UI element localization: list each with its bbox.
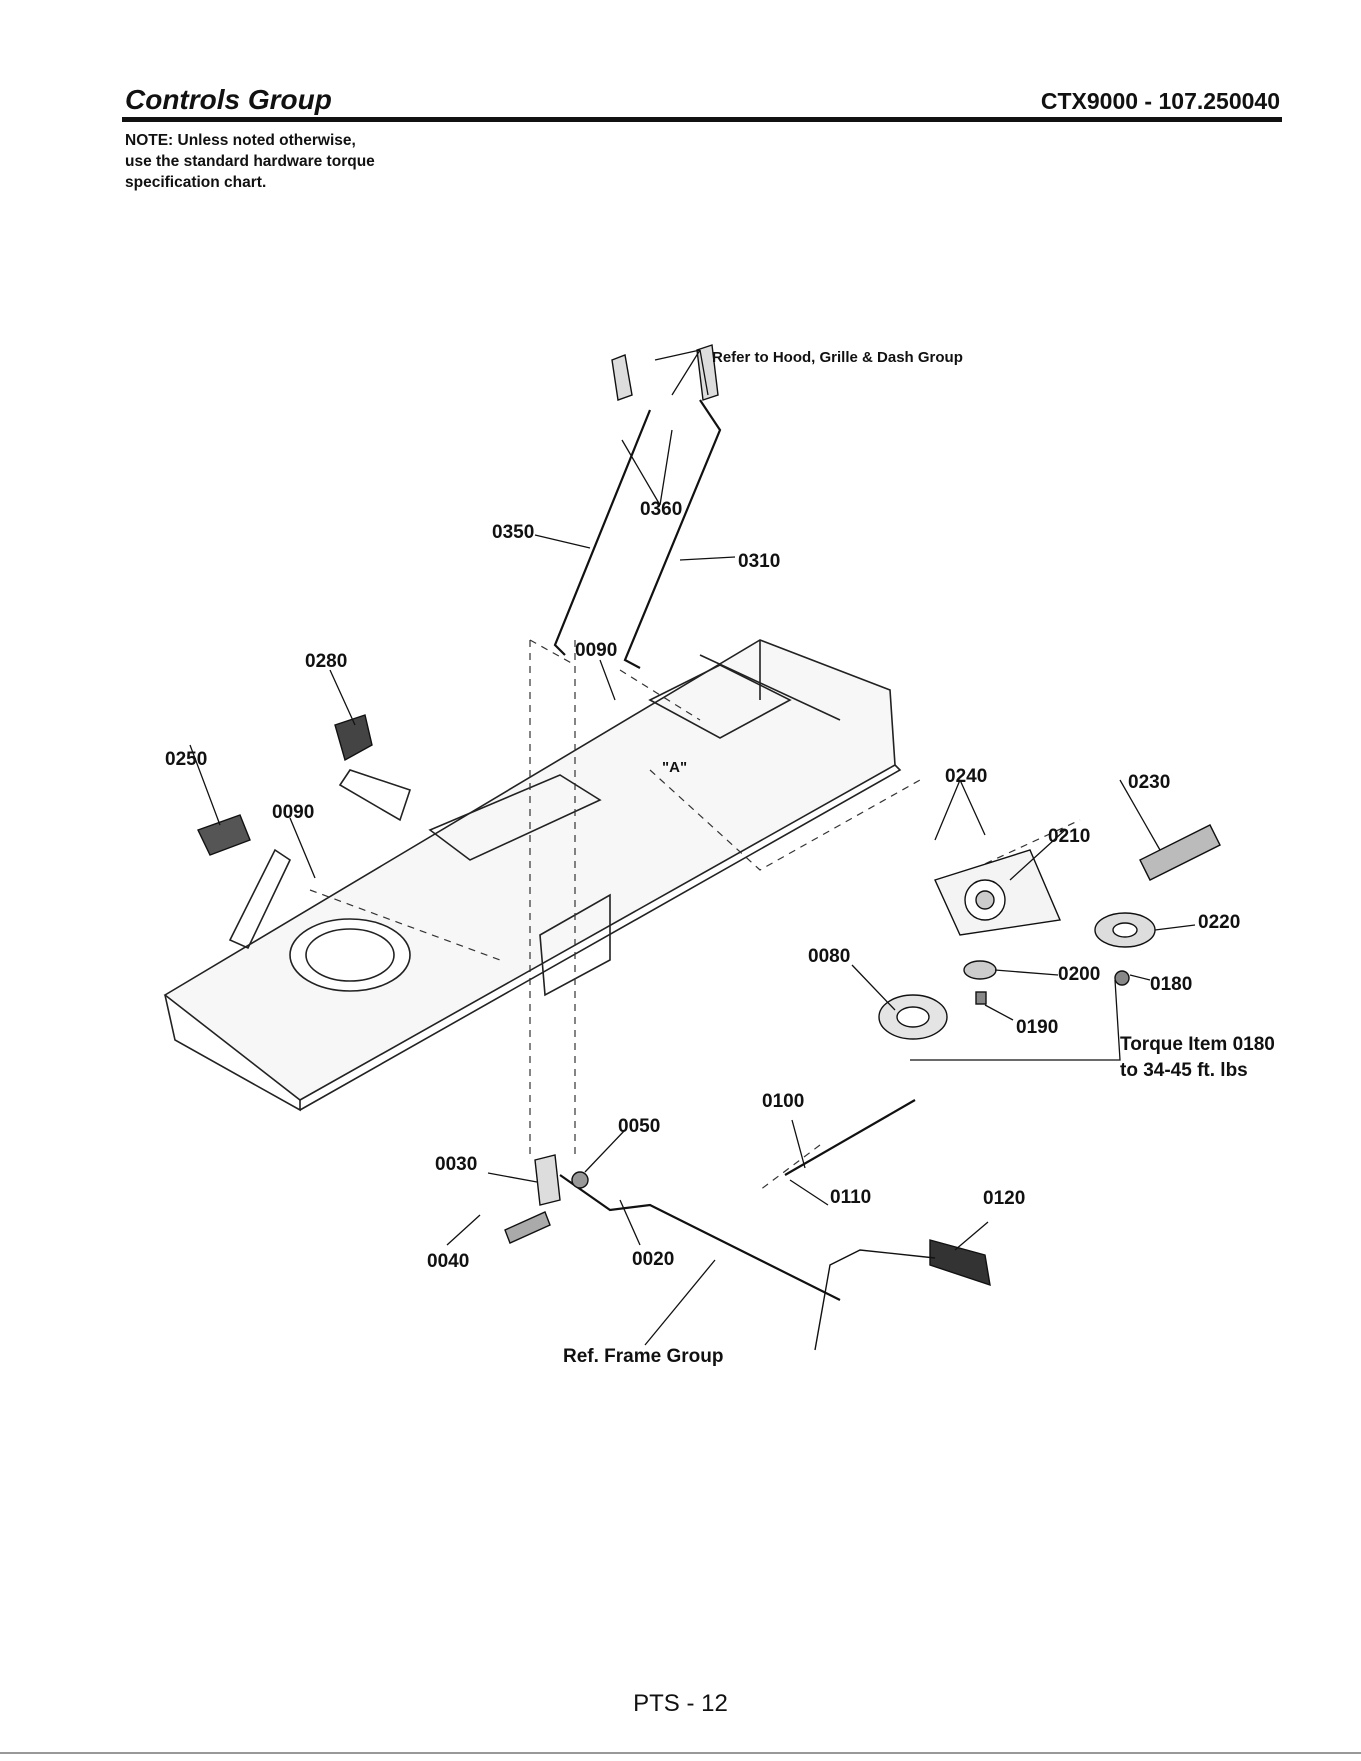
- torque-note: NOTE: Unless noted otherwise, use the st…: [125, 130, 455, 193]
- part-0360-label: 0360: [640, 499, 682, 520]
- part-0220-label: 0220: [1198, 912, 1240, 933]
- note-line-3: specification chart.: [125, 174, 267, 191]
- part-0280-label: 0280: [305, 651, 347, 672]
- bracket-0030: [534, 1154, 561, 1206]
- part-0110-label: 0110: [830, 1187, 871, 1208]
- part-0120-label: 0120: [983, 1188, 1025, 1209]
- part-0050-label: 0050: [618, 1116, 660, 1137]
- model-number: CTX9000 - 107.250040: [1040, 88, 1280, 114]
- leader-dashes: [309, 639, 1081, 1191]
- refer-hood-label: Refer to Hood, Grille & Dash Group: [712, 349, 963, 366]
- pedal-pad-0250: [197, 814, 251, 856]
- part-0080-label: 0080: [808, 946, 850, 967]
- page-title: Controls Group: [125, 84, 332, 115]
- idler-pulley-0220: [1094, 912, 1156, 948]
- detail-a-label: "A": [662, 759, 687, 776]
- callout-leaders: [189, 349, 1196, 1346]
- knob-0280: [334, 714, 373, 762]
- part-0100-label: 0100: [762, 1091, 804, 1112]
- frame-drawing: [163, 639, 902, 1112]
- torque-line-2: to 34-45 ft. lbs: [1120, 1060, 1248, 1081]
- part-0090-left-label: 0090: [272, 802, 314, 823]
- page-header: Controls Group CTX9000 - 107.250040: [125, 78, 1280, 118]
- part-0180-label: 0180: [1150, 974, 1192, 995]
- pulley-0080: [878, 994, 948, 1040]
- part-0240-label: 0240: [945, 766, 987, 787]
- note-line-2: use the standard hardware torque: [125, 153, 375, 170]
- callout-labels: Refer to Hood, Grille & Dash Group 0360 …: [165, 349, 1275, 1367]
- torque-line-1: Torque Item 0180: [1120, 1034, 1275, 1055]
- part-0230-label: 0230: [1128, 772, 1170, 793]
- lift-lever-left: [611, 354, 633, 401]
- note-line-1: NOTE: Unless noted otherwise,: [125, 132, 356, 149]
- page-number: PTS - 12: [633, 1690, 728, 1717]
- bolt-0190: [975, 991, 987, 1005]
- part-0040-label: 0040: [427, 1251, 469, 1272]
- component-parts: [197, 344, 1221, 1351]
- control-rods: [553, 399, 916, 1301]
- part-0250-label: 0250: [165, 749, 207, 770]
- header-rule: [122, 117, 1282, 122]
- part-0090-top-label: 0090: [575, 640, 617, 661]
- pivot-0050: [571, 1171, 589, 1189]
- spring-0040: [504, 1211, 551, 1244]
- part-0030-label: 0030: [435, 1154, 477, 1175]
- spring-0230: [1139, 824, 1221, 881]
- idler-bracket-0210: [934, 849, 1062, 936]
- part-0210-label: 0210: [1048, 826, 1090, 847]
- part-0200-label: 0200: [1058, 964, 1100, 985]
- pedal-grip-0120: [929, 1239, 991, 1287]
- part-0190-label: 0190: [1016, 1017, 1058, 1038]
- pedal-arm: [814, 1249, 936, 1351]
- ref-frame-label: Ref. Frame Group: [563, 1346, 723, 1367]
- lift-lever-right: [696, 344, 719, 401]
- nut-0180: [1114, 970, 1130, 986]
- part-0350-label: 0350: [492, 522, 534, 543]
- footer-rule: [0, 1752, 1361, 1754]
- washer-0200: [963, 960, 997, 980]
- part-0020-label: 0020: [632, 1249, 674, 1270]
- part-0310-label: 0310: [738, 551, 780, 572]
